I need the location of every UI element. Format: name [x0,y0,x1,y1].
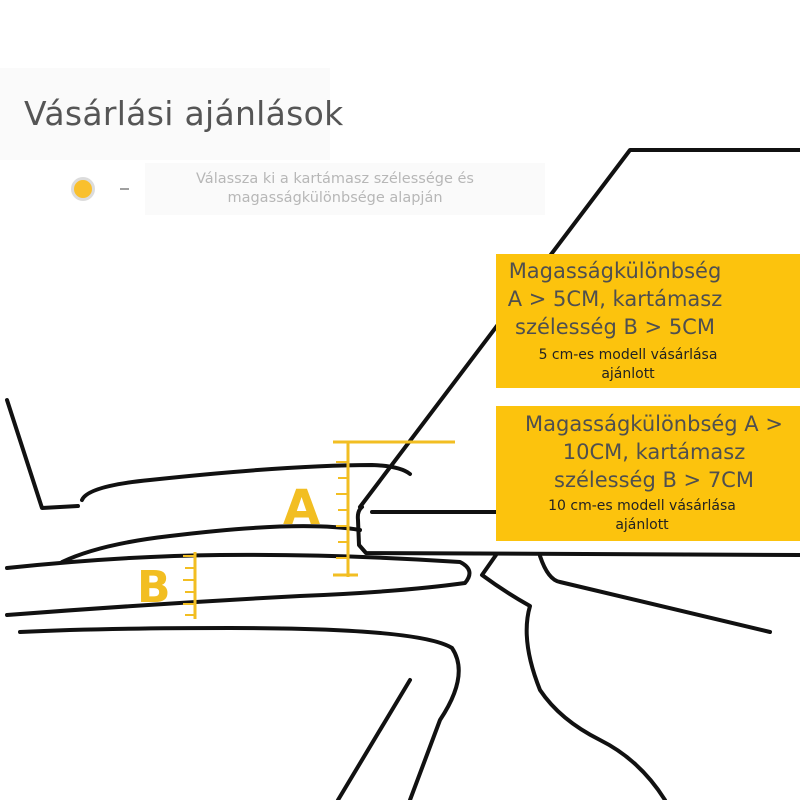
armrest-inner-edge [60,524,362,564]
support-post [480,553,667,800]
page-title: Vásárlási ajánlások [24,94,344,133]
subtitle-background [145,163,545,215]
recommendation-card-10cm: Magasságkülönbség A > 10CM, kartámasz sz… [496,406,800,541]
recommendation-result: 10 cm-es modell vásárlása ajánlott [548,498,736,533]
armrest-base [5,552,472,617]
recommendation-result: 5 cm-es modell vásárlása ajánlott [538,347,718,382]
armrest-frame [5,398,80,510]
recommendation-condition: Magasságkülönbség A > 5CM, kartámasz szé… [507,259,723,339]
dimension-b-marker [183,552,197,619]
table-front-edge [355,505,800,557]
table-top [358,148,800,509]
dimension-a-label: A [283,480,321,536]
dimension-a-marker [333,440,455,577]
title-background [0,68,330,160]
recommendation-condition: Magasságkülönbség A > 10CM, kartámasz sz… [525,412,783,492]
seat-lower-edge [336,678,412,800]
armrest-top [80,463,412,502]
dash-icon [120,188,129,190]
support-bracket [538,554,772,634]
page-subtitle: Válassza ki a kartámasz szélessége és ma… [196,171,474,206]
dimension-b-label: B [137,562,171,613]
seat-outline [18,626,461,800]
recommendation-card-5cm: Magasságkülönbség A > 5CM, kartámasz szé… [496,254,800,388]
dot-bullet-icon [71,177,95,201]
